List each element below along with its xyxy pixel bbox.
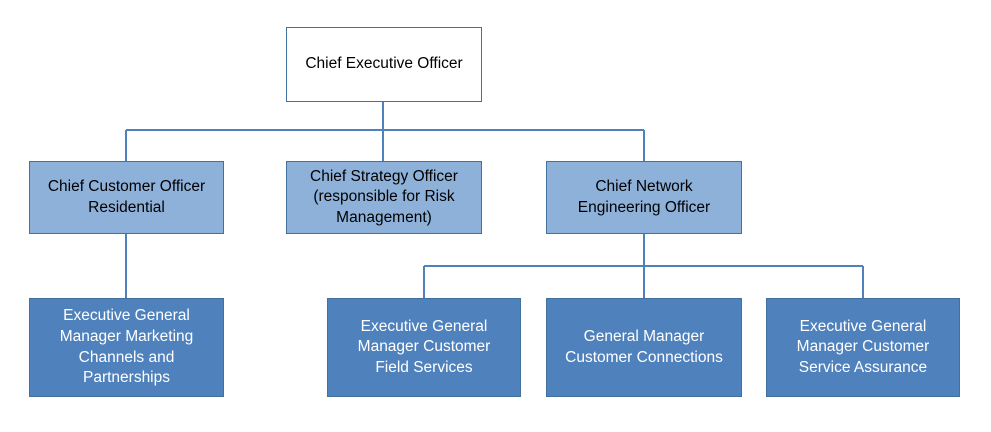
node-chief-strategy-officer: Chief Strategy Officer (responsible for … — [286, 161, 482, 234]
node-chief-customer-officer: Chief Customer Officer Residential — [29, 161, 224, 234]
node-egm-marketing-channels: Executive General Manager Marketing Chan… — [29, 298, 224, 397]
node-egm-customer-service-assurance: Executive General Manager Customer Servi… — [766, 298, 960, 397]
node-chief-network-engineering-officer: Chief Network Engineering Officer — [546, 161, 742, 234]
node-ceo: Chief Executive Officer — [286, 27, 482, 102]
node-egm-customer-field-services: Executive General Manager Customer Field… — [327, 298, 521, 397]
node-gm-customer-connections: General Manager Customer Connections — [546, 298, 742, 397]
